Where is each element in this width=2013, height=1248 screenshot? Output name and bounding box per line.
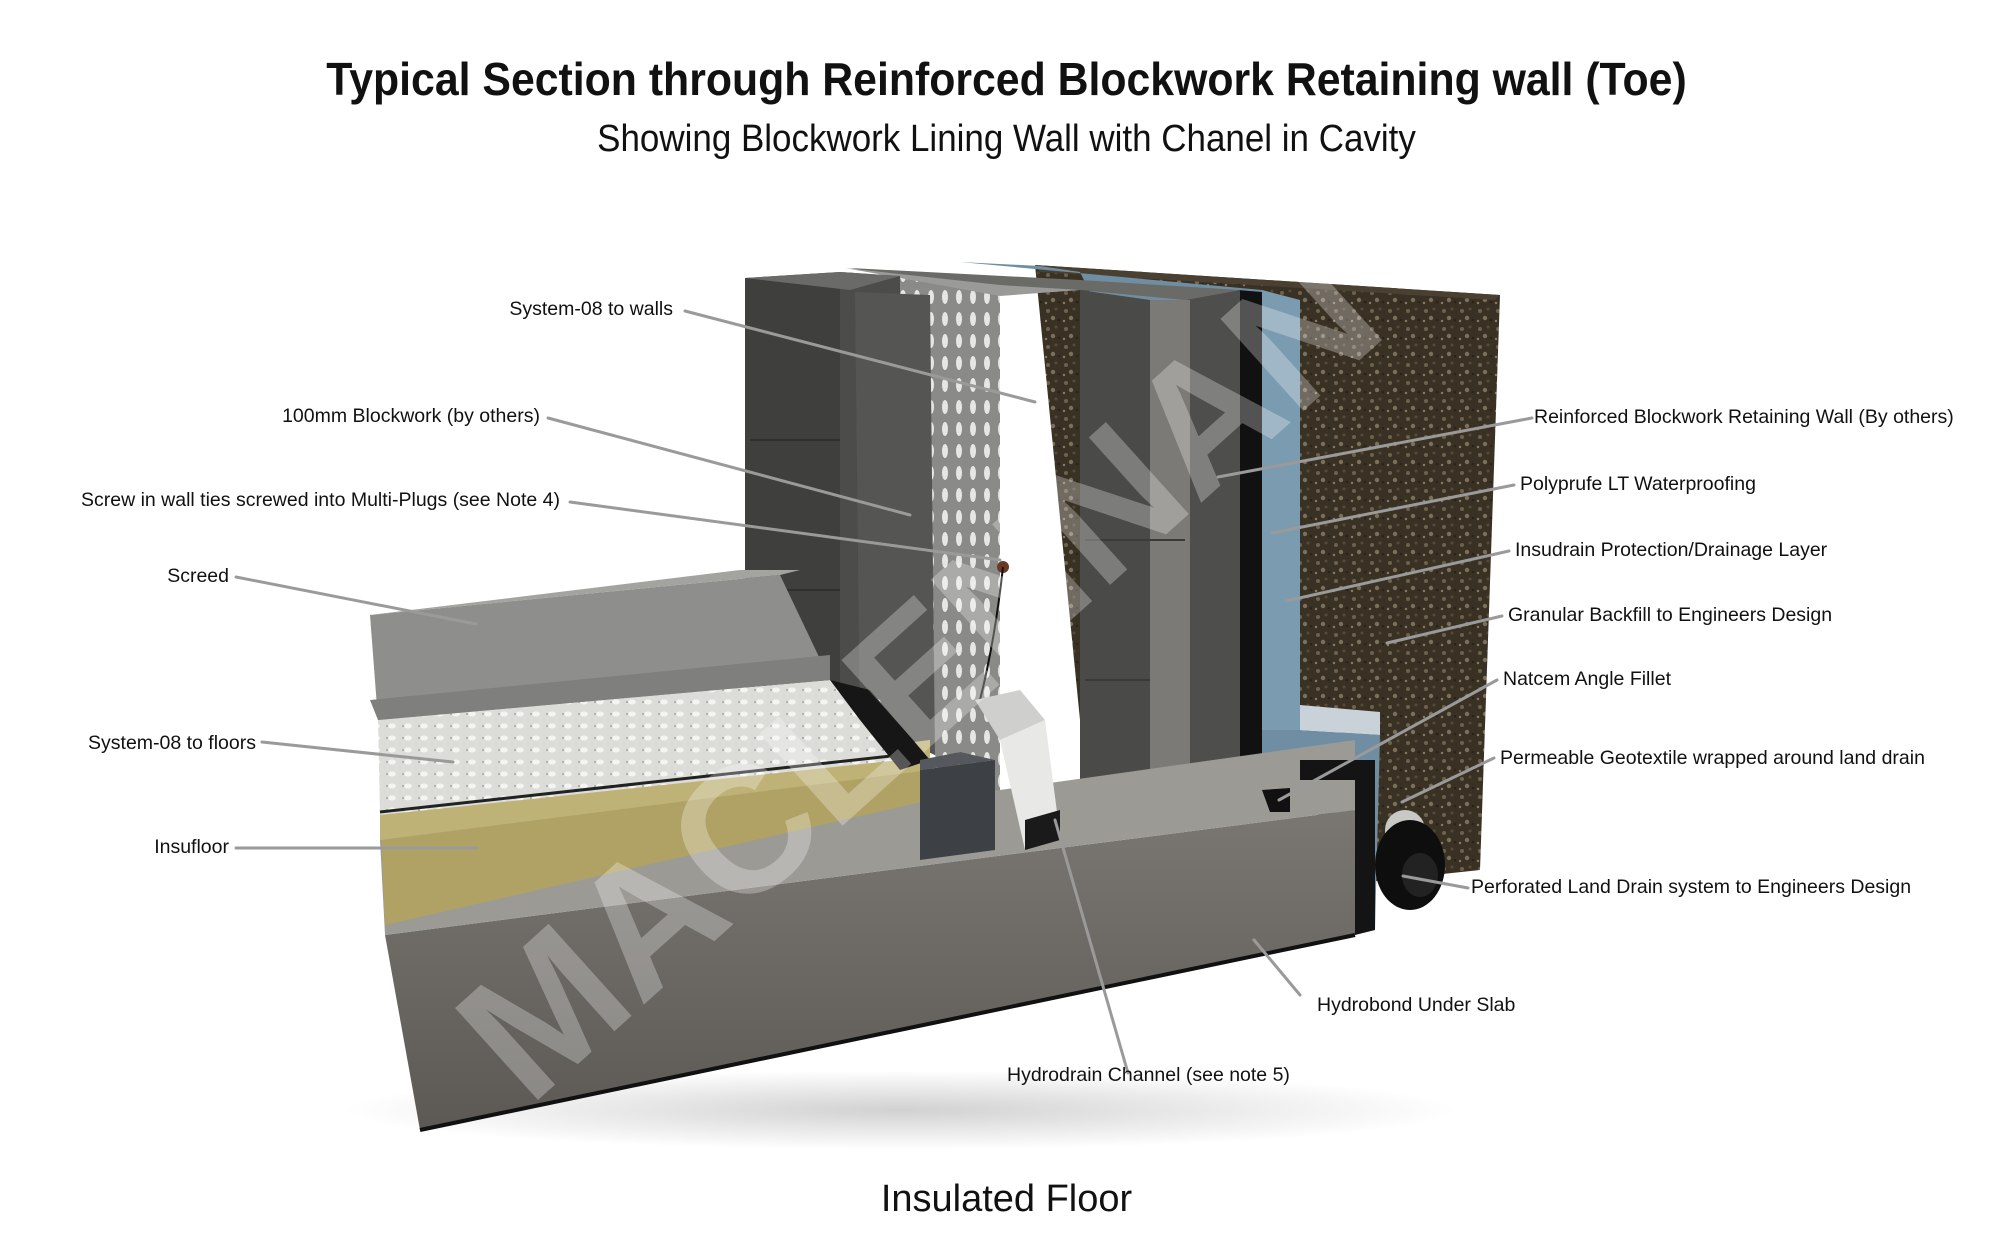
- label-screed: Screed: [167, 565, 229, 587]
- perimeter-block-top: [920, 752, 995, 770]
- label-retaining-wall: Reinforced Blockwork Retaining Wall (By …: [1534, 406, 1954, 428]
- leader-backfill: [1385, 614, 1504, 645]
- system08-floor-membrane: [378, 680, 900, 815]
- leader-system08-floors: [260, 740, 455, 764]
- base-slab: [380, 740, 1375, 1132]
- label-geotextile: Permeable Geotextile wrapped around land…: [1500, 747, 1925, 769]
- diagram-footer-caption: Insulated Floor: [880, 1178, 1133, 1220]
- diagram-title: Typical Section through Reinforced Block…: [326, 53, 1687, 105]
- leader-hydrodrain: [1053, 818, 1130, 1075]
- leader-lines: [234, 309, 1534, 1075]
- wall-tie-wire: [979, 566, 1004, 701]
- label-system08-floors: System-08 to floors: [88, 732, 256, 754]
- label-hydrobond: Hydrobond Under Slab: [1317, 994, 1516, 1016]
- label-system08-walls: System-08 to walls: [509, 298, 673, 320]
- floor-membrane-edge: [379, 753, 901, 814]
- land-drain-pipe: [1375, 810, 1445, 910]
- label-hydrodrain: Hydrodrain Channel (see note 5): [1007, 1064, 1290, 1086]
- leader-blockwork: [546, 416, 912, 517]
- leader-natcem: [1277, 678, 1499, 802]
- edge-membrane: [830, 680, 930, 770]
- leader-insudrain: [1284, 549, 1511, 603]
- label-granular-backfill: Granular Backfill to Engineers Design: [1508, 604, 1833, 626]
- leader-geotextile: [1400, 756, 1496, 804]
- leader-polyprufe: [1270, 483, 1516, 535]
- screed-slab: [370, 570, 830, 720]
- leader-hydrobond: [1252, 938, 1302, 997]
- natcem-fillet: [1262, 788, 1290, 812]
- label-insudrain: Insudrain Protection/Drainage Layer: [1515, 539, 1828, 561]
- label-blockwork-100mm: 100mm Blockwork (by others): [282, 405, 540, 427]
- label-land-drain: Perforated Land Drain system to Engineer…: [1471, 876, 1912, 898]
- leader-system08-walls: [683, 309, 1037, 404]
- label-polyprufe: Polyprufe LT Waterproofing: [1520, 473, 1756, 495]
- label-insufloor: Insufloor: [154, 836, 229, 858]
- leader-land-drain: [1401, 874, 1470, 890]
- leader-screed: [234, 575, 478, 626]
- leader-retaining-wall: [1216, 416, 1534, 479]
- label-wall-ties: Screw in wall ties screwed into Multi-Pl…: [80, 489, 560, 511]
- leader-wall-ties: [568, 500, 1002, 562]
- perimeter-block: [920, 760, 995, 860]
- diagram-subtitle: Showing Blockwork Lining Wall with Chane…: [597, 118, 1416, 160]
- hydrodrain-channel: [975, 690, 1060, 850]
- retaining-wall: [850, 268, 1240, 815]
- label-natcem-fillet: Natcem Angle Fillet: [1503, 668, 1671, 690]
